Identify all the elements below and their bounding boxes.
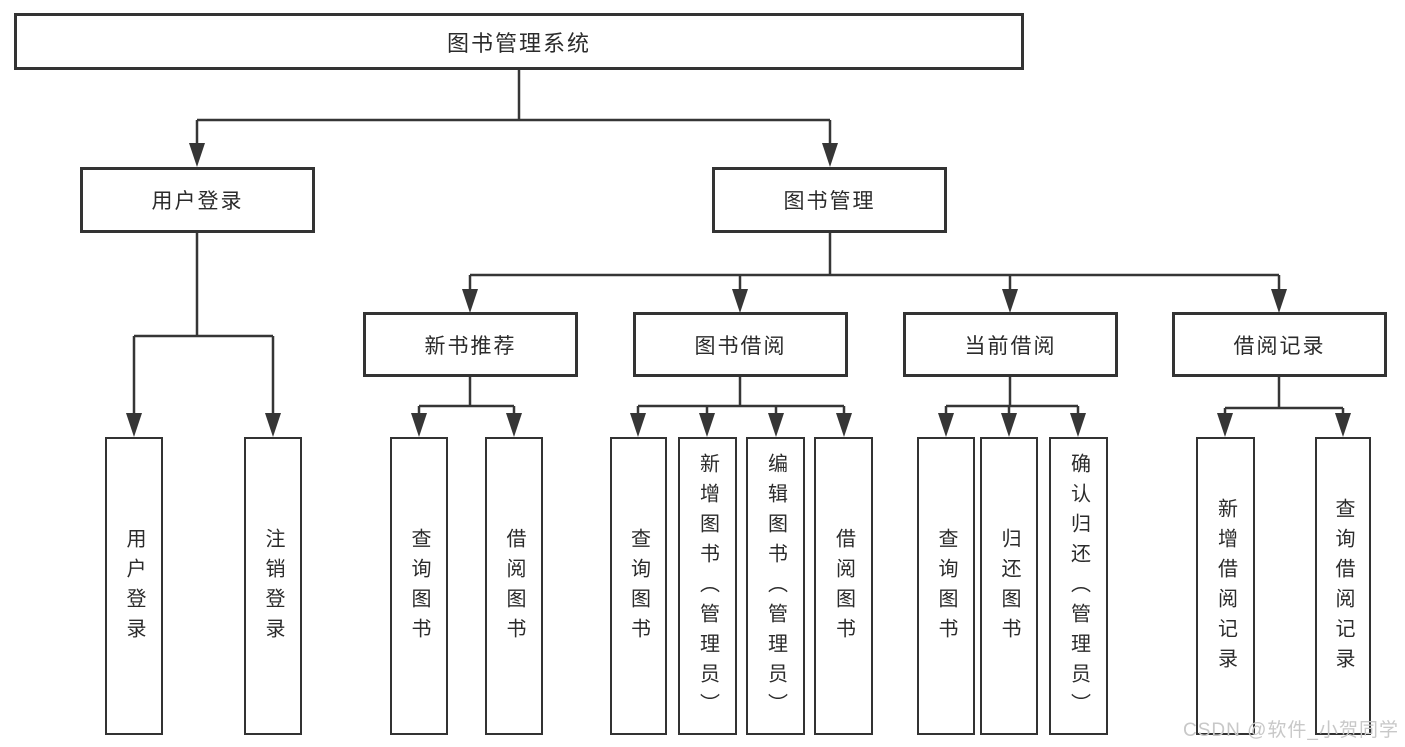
node-borrow-record: 借阅记录 — [1172, 312, 1387, 377]
leaf-record-add-label: 新增借阅记录 — [1214, 498, 1237, 678]
node-book-borrow-label: 图书借阅 — [694, 334, 787, 358]
node-current-borrow-label: 当前借阅 — [964, 334, 1057, 358]
leaf-borrow-borrow-book-label: 借阅图书 — [832, 528, 855, 648]
leaf-logout: 注销登录 — [244, 437, 302, 735]
node-current-borrow: 当前借阅 — [903, 312, 1118, 377]
node-book-management-label: 图书管理 — [783, 190, 876, 213]
node-user-login-label: 用户登录 — [151, 190, 244, 213]
leaf-user-login: 用户登录 — [105, 437, 163, 735]
leaf-current-return-book-label: 归还图书 — [998, 528, 1020, 648]
leaf-borrow-add-book-label: 新增图书（管理员） — [696, 453, 719, 723]
leaf-borrow-borrow-book: 借阅图书 — [814, 437, 873, 735]
node-user-login: 用户登录 — [80, 167, 315, 233]
leaf-current-confirm-return-label: 确认归还（管理员） — [1067, 453, 1090, 723]
leaf-current-query-book-label: 查询图书 — [935, 528, 957, 648]
csdn-watermark: CSDN @软件_小贺同学 — [1183, 720, 1399, 741]
leaf-current-query-book: 查询图书 — [917, 437, 975, 735]
node-root: 图书管理系统 — [14, 13, 1024, 70]
leaf-logout-label: 注销登录 — [262, 528, 284, 648]
leaf-recommend-borrow-book: 借阅图书 — [485, 437, 543, 735]
leaf-borrow-edit-book-label: 编辑图书（管理员） — [764, 453, 787, 723]
arrowheads — [126, 143, 1351, 437]
leaf-record-add: 新增借阅记录 — [1196, 437, 1255, 735]
node-borrow-record-label: 借阅记录 — [1233, 334, 1326, 358]
leaf-recommend-query-book-label: 查询图书 — [408, 528, 430, 648]
node-new-book-recommend-label: 新书推荐 — [424, 334, 517, 358]
leaf-user-login-label: 用户登录 — [123, 528, 145, 648]
node-book-management: 图书管理 — [712, 167, 947, 233]
node-new-book-recommend: 新书推荐 — [363, 312, 578, 377]
leaf-borrow-query-book: 查询图书 — [610, 437, 667, 735]
leaf-borrow-add-book: 新增图书（管理员） — [678, 437, 737, 735]
leaf-borrow-edit-book: 编辑图书（管理员） — [746, 437, 805, 735]
leaf-current-return-book: 归还图书 — [980, 437, 1038, 735]
node-book-borrow: 图书借阅 — [633, 312, 848, 377]
leaf-borrow-query-book-label: 查询图书 — [627, 528, 650, 648]
node-root-label: 图书管理系统 — [446, 30, 591, 56]
leaf-current-confirm-return: 确认归还（管理员） — [1049, 437, 1108, 735]
leaf-record-query: 查询借阅记录 — [1315, 437, 1371, 735]
leaf-record-query-label: 查询借阅记录 — [1332, 498, 1354, 678]
leaf-recommend-query-book: 查询图书 — [390, 437, 448, 735]
leaf-recommend-borrow-book-label: 借阅图书 — [503, 528, 525, 648]
